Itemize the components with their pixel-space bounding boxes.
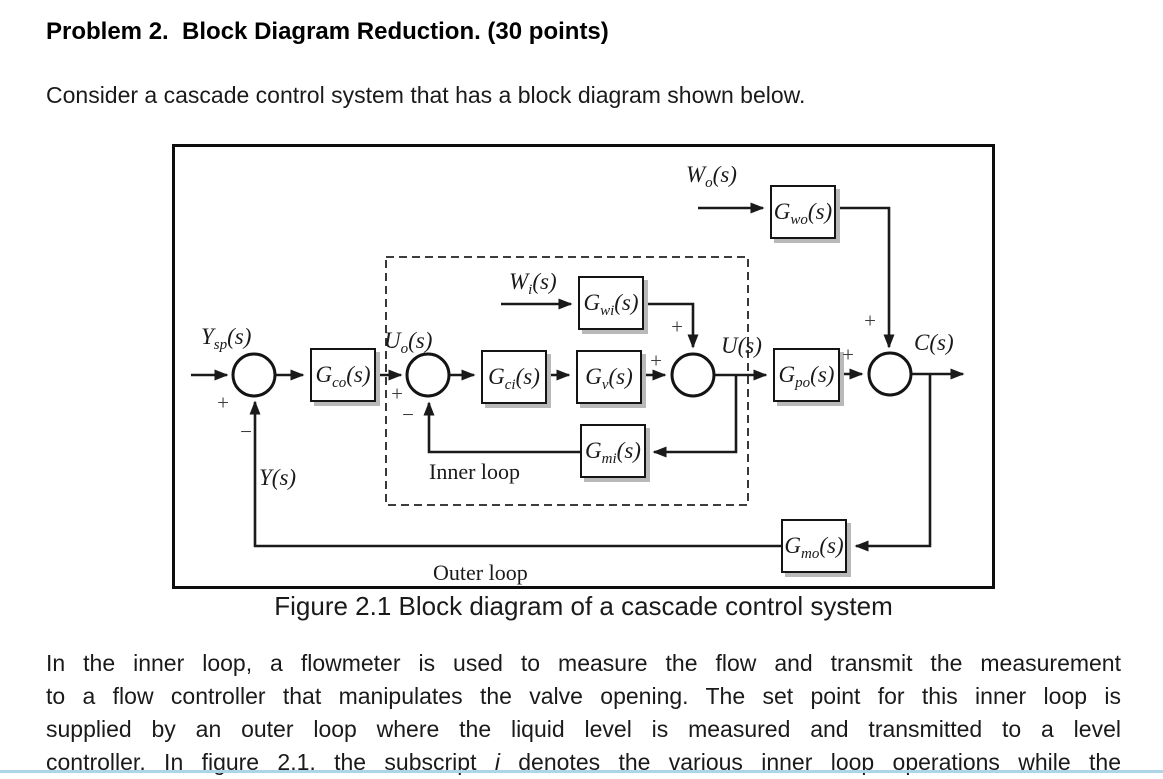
- plus-sign-gwi-input: +: [671, 314, 683, 339]
- signal-label-uo: Uo(s): [384, 328, 433, 357]
- summing-junction-process-output: [867, 351, 913, 397]
- minus-sign-inner-sum: −: [402, 402, 414, 427]
- block-diagram-figure: Gco(s) Gci(s) Gv(s) Gwi(s) Gmi(s) Gpo(s)…: [172, 144, 995, 589]
- outer-loop-label: Outer loop: [433, 560, 528, 585]
- plus-sign-inner-sum: +: [391, 381, 403, 406]
- block-gci: Gci(s): [481, 350, 547, 404]
- plus-sign-gpo-input: +: [842, 342, 854, 367]
- summing-junction-inner: [405, 352, 451, 398]
- block-gmi: Gmi(s): [580, 424, 646, 478]
- paragraph-line: In the inner loop, a flowmeter is used t…: [46, 650, 1121, 676]
- inner-loop-label: Inner loop: [429, 459, 521, 484]
- minus-sign-outer-sum: −: [240, 419, 252, 444]
- bottom-divider: [0, 770, 1163, 773]
- block-gmo: Gmo(s): [781, 519, 847, 573]
- body-paragraph: In the inner loop, a flowmeter is used t…: [46, 647, 1121, 779]
- paragraph-line: supplied by an outer loop where the liqu…: [46, 716, 1121, 742]
- summing-junction-outer: [231, 352, 277, 398]
- block-gwo: Gwo(s): [770, 185, 836, 239]
- signal-label-ysp: Ysp(s): [201, 324, 252, 353]
- signal-label-wo: Wo(s): [686, 162, 737, 191]
- signal-label-u: U(s): [721, 333, 762, 358]
- problem-title: Problem 2. Block Diagram Reduction. (30 …: [46, 18, 609, 45]
- block-gpo: Gpo(s): [773, 348, 840, 402]
- figure-caption: Figure 2.1 Block diagram of a cascade co…: [274, 591, 893, 621]
- signal-label-y: Y(s): [259, 465, 297, 490]
- intro-text: Consider a cascade control system that h…: [46, 82, 806, 108]
- block-gco: Gco(s): [310, 348, 376, 402]
- plus-sign-outer-sum: +: [217, 390, 229, 415]
- block-gwi: Gwi(s): [578, 276, 644, 330]
- paragraph-line: to a flow controller that manipulates th…: [46, 683, 1121, 709]
- summing-junction-inner-output: [670, 352, 716, 398]
- diagram-wires: [191, 202, 965, 552]
- block-gv: Gv(s): [576, 350, 642, 404]
- signal-label-c: C(s): [914, 330, 954, 355]
- signal-label-wi: Wi(s): [509, 269, 557, 298]
- inner-loop-dashed-box: [385, 256, 749, 506]
- plus-sign-gv-input: +: [650, 348, 662, 373]
- plus-sign-gwo-input: +: [864, 308, 876, 333]
- paragraph-line: controller. In figure 2.1, the subscript…: [46, 749, 1121, 775]
